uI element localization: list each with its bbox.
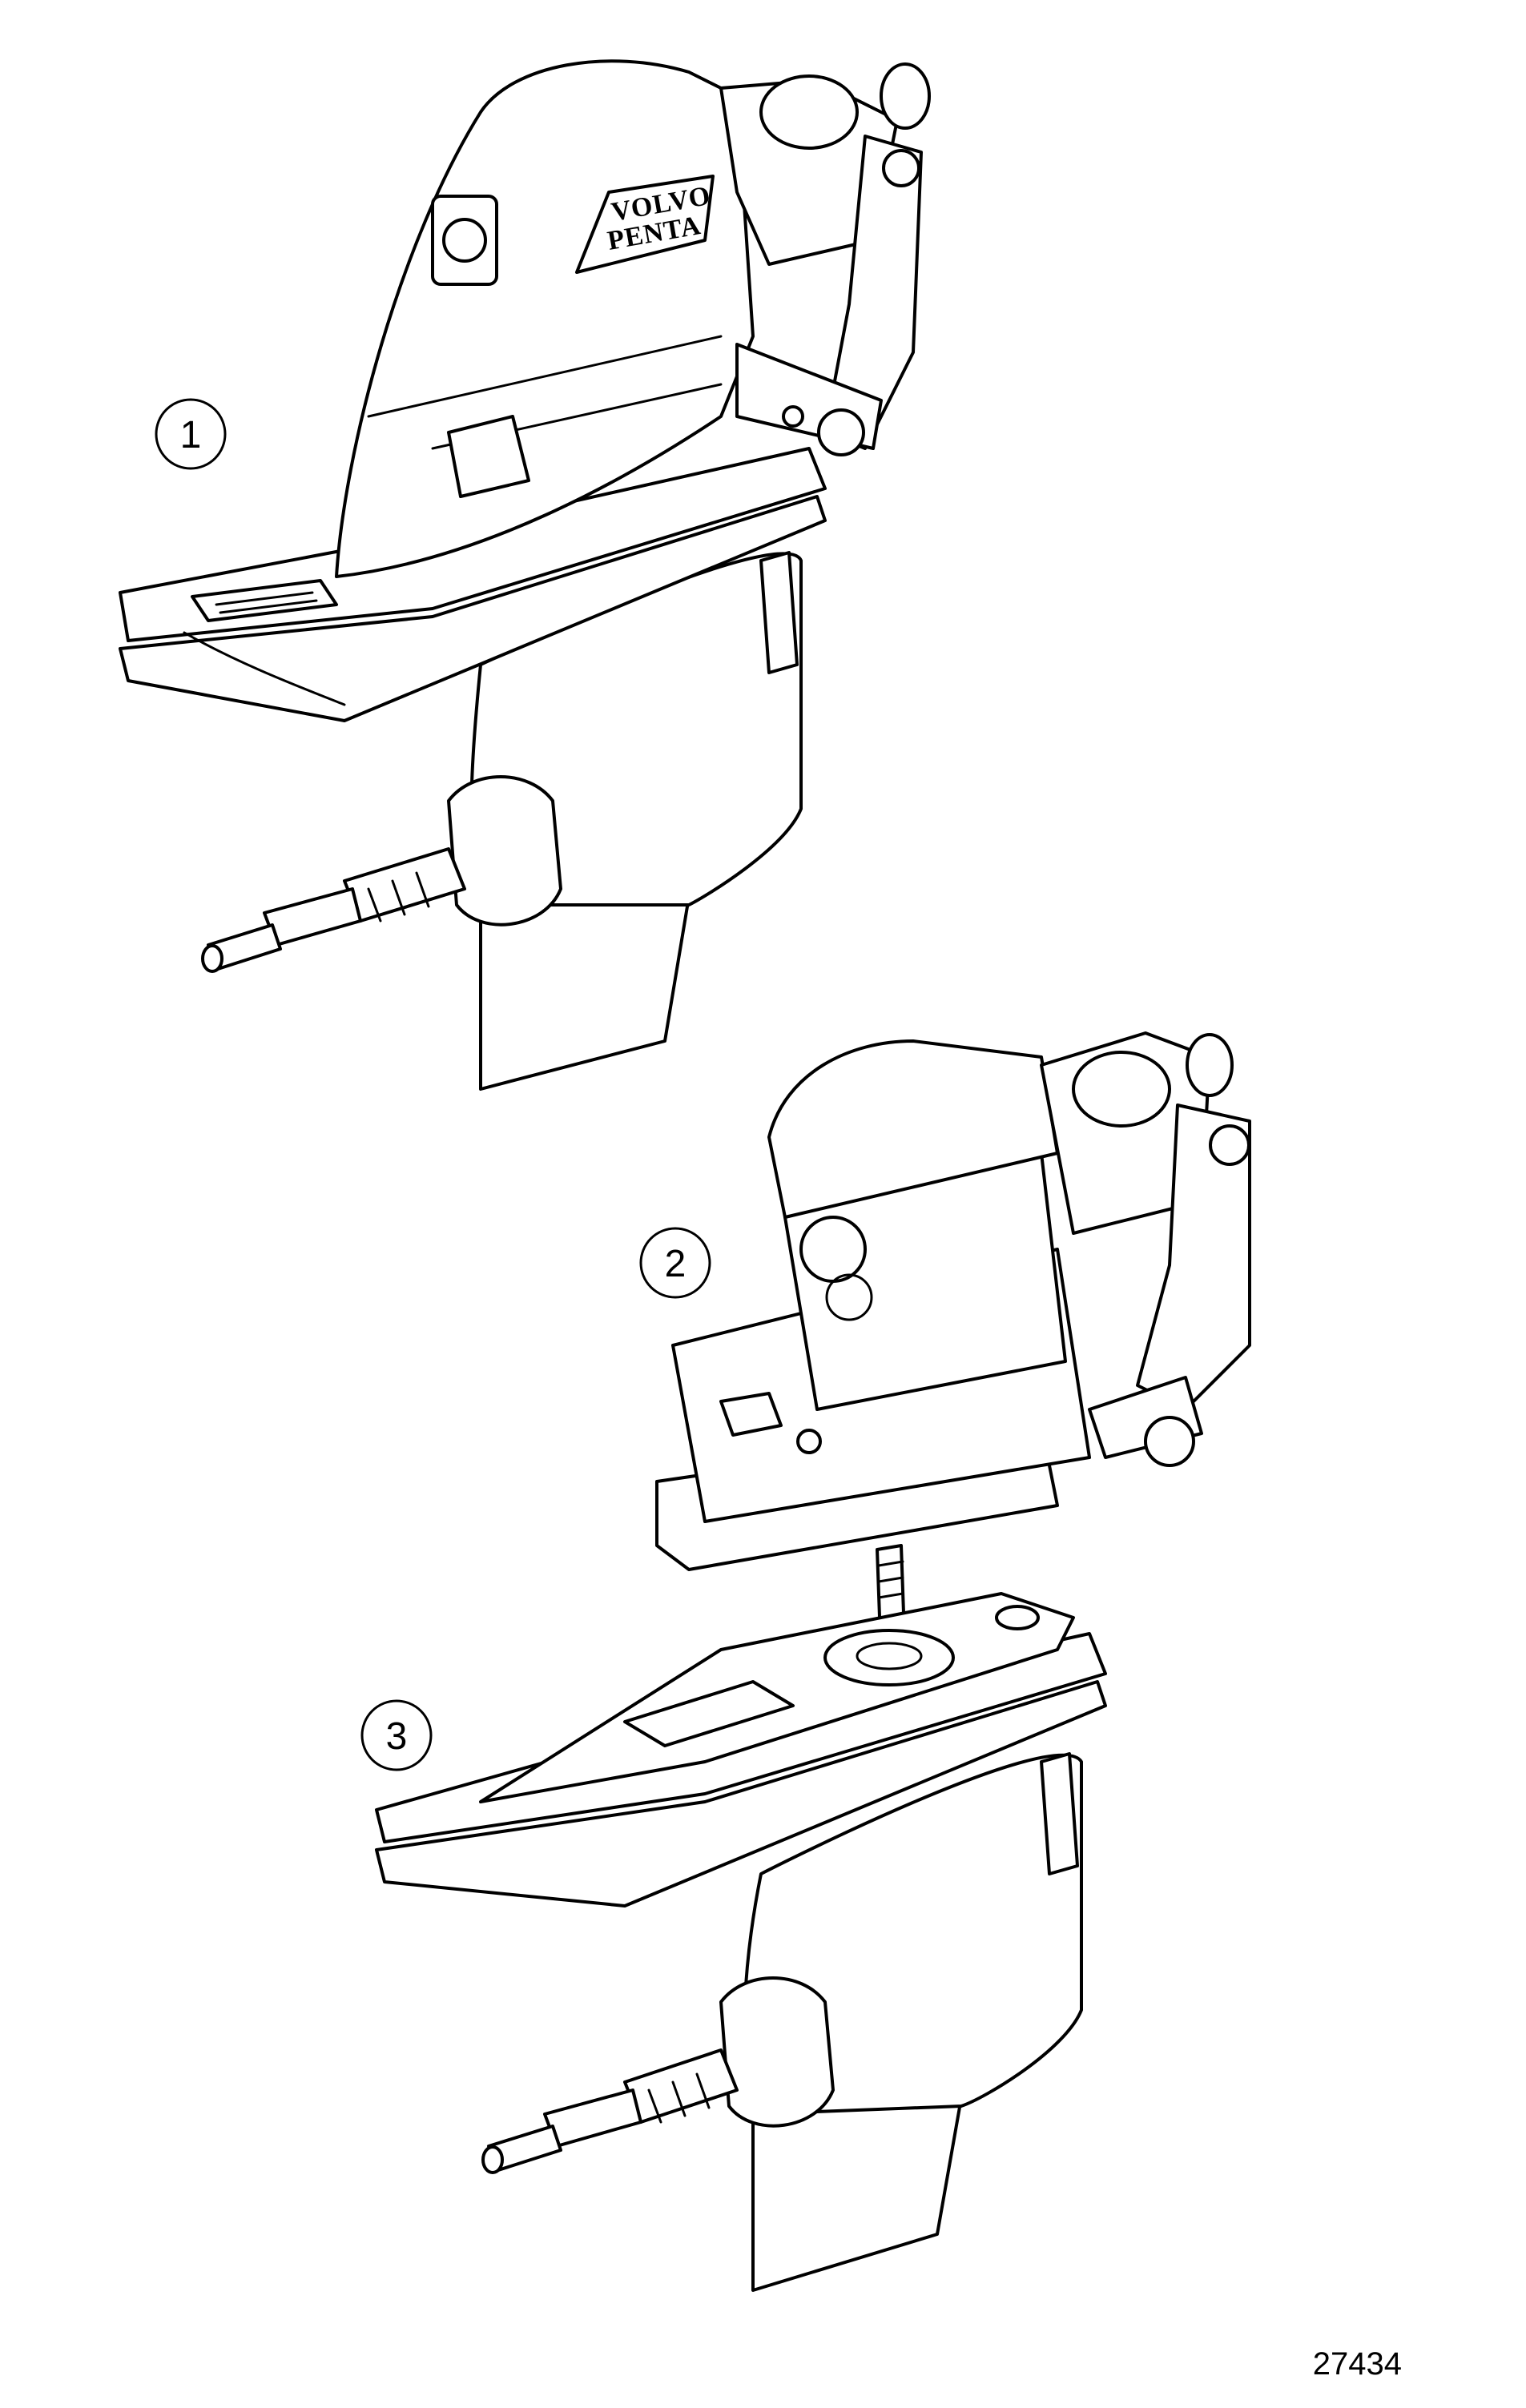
drive1-propeller-shaft (201, 847, 466, 973)
callout-label-1: 1 (180, 414, 202, 456)
drive1-torpedo (447, 775, 562, 927)
complete-drive-assembly: VOLVO PENTA (119, 59, 931, 1091)
drive3-side-bracket (1040, 1752, 1079, 1875)
callout-label-3: 3 (386, 1715, 408, 1758)
callout-label-2: 2 (665, 1243, 686, 1285)
drive1-gimbal-assembly (719, 62, 931, 456)
drive1-skeg (479, 895, 691, 1091)
figure-number: 27434 (1313, 2346, 1402, 2382)
drive1-side-bracket (759, 551, 799, 674)
callout-3: 3 (360, 1699, 433, 1771)
drive1-side-panel (447, 415, 530, 498)
drive3-shaft-bore (823, 1629, 955, 1686)
drive3-cavitation-plate-lower (375, 1680, 1107, 1908)
drive3-propeller-shaft (481, 2048, 739, 2174)
callout-1: 1 (155, 398, 227, 470)
upper-gear-unit (655, 1031, 1251, 1663)
drive3-torpedo (719, 1976, 835, 2128)
callout-2: 2 (639, 1227, 711, 1299)
drive2-gimbal-assembly (1040, 1031, 1251, 1467)
lower-gear-unit (375, 1592, 1107, 2292)
drive1-logo-panel (575, 175, 715, 274)
drive1-cavitation-plate-lower (119, 495, 827, 722)
drive3-skeg (751, 2096, 963, 2292)
drive2-hood (767, 1039, 1059, 1219)
drive3-water-inlet (623, 1680, 795, 1747)
